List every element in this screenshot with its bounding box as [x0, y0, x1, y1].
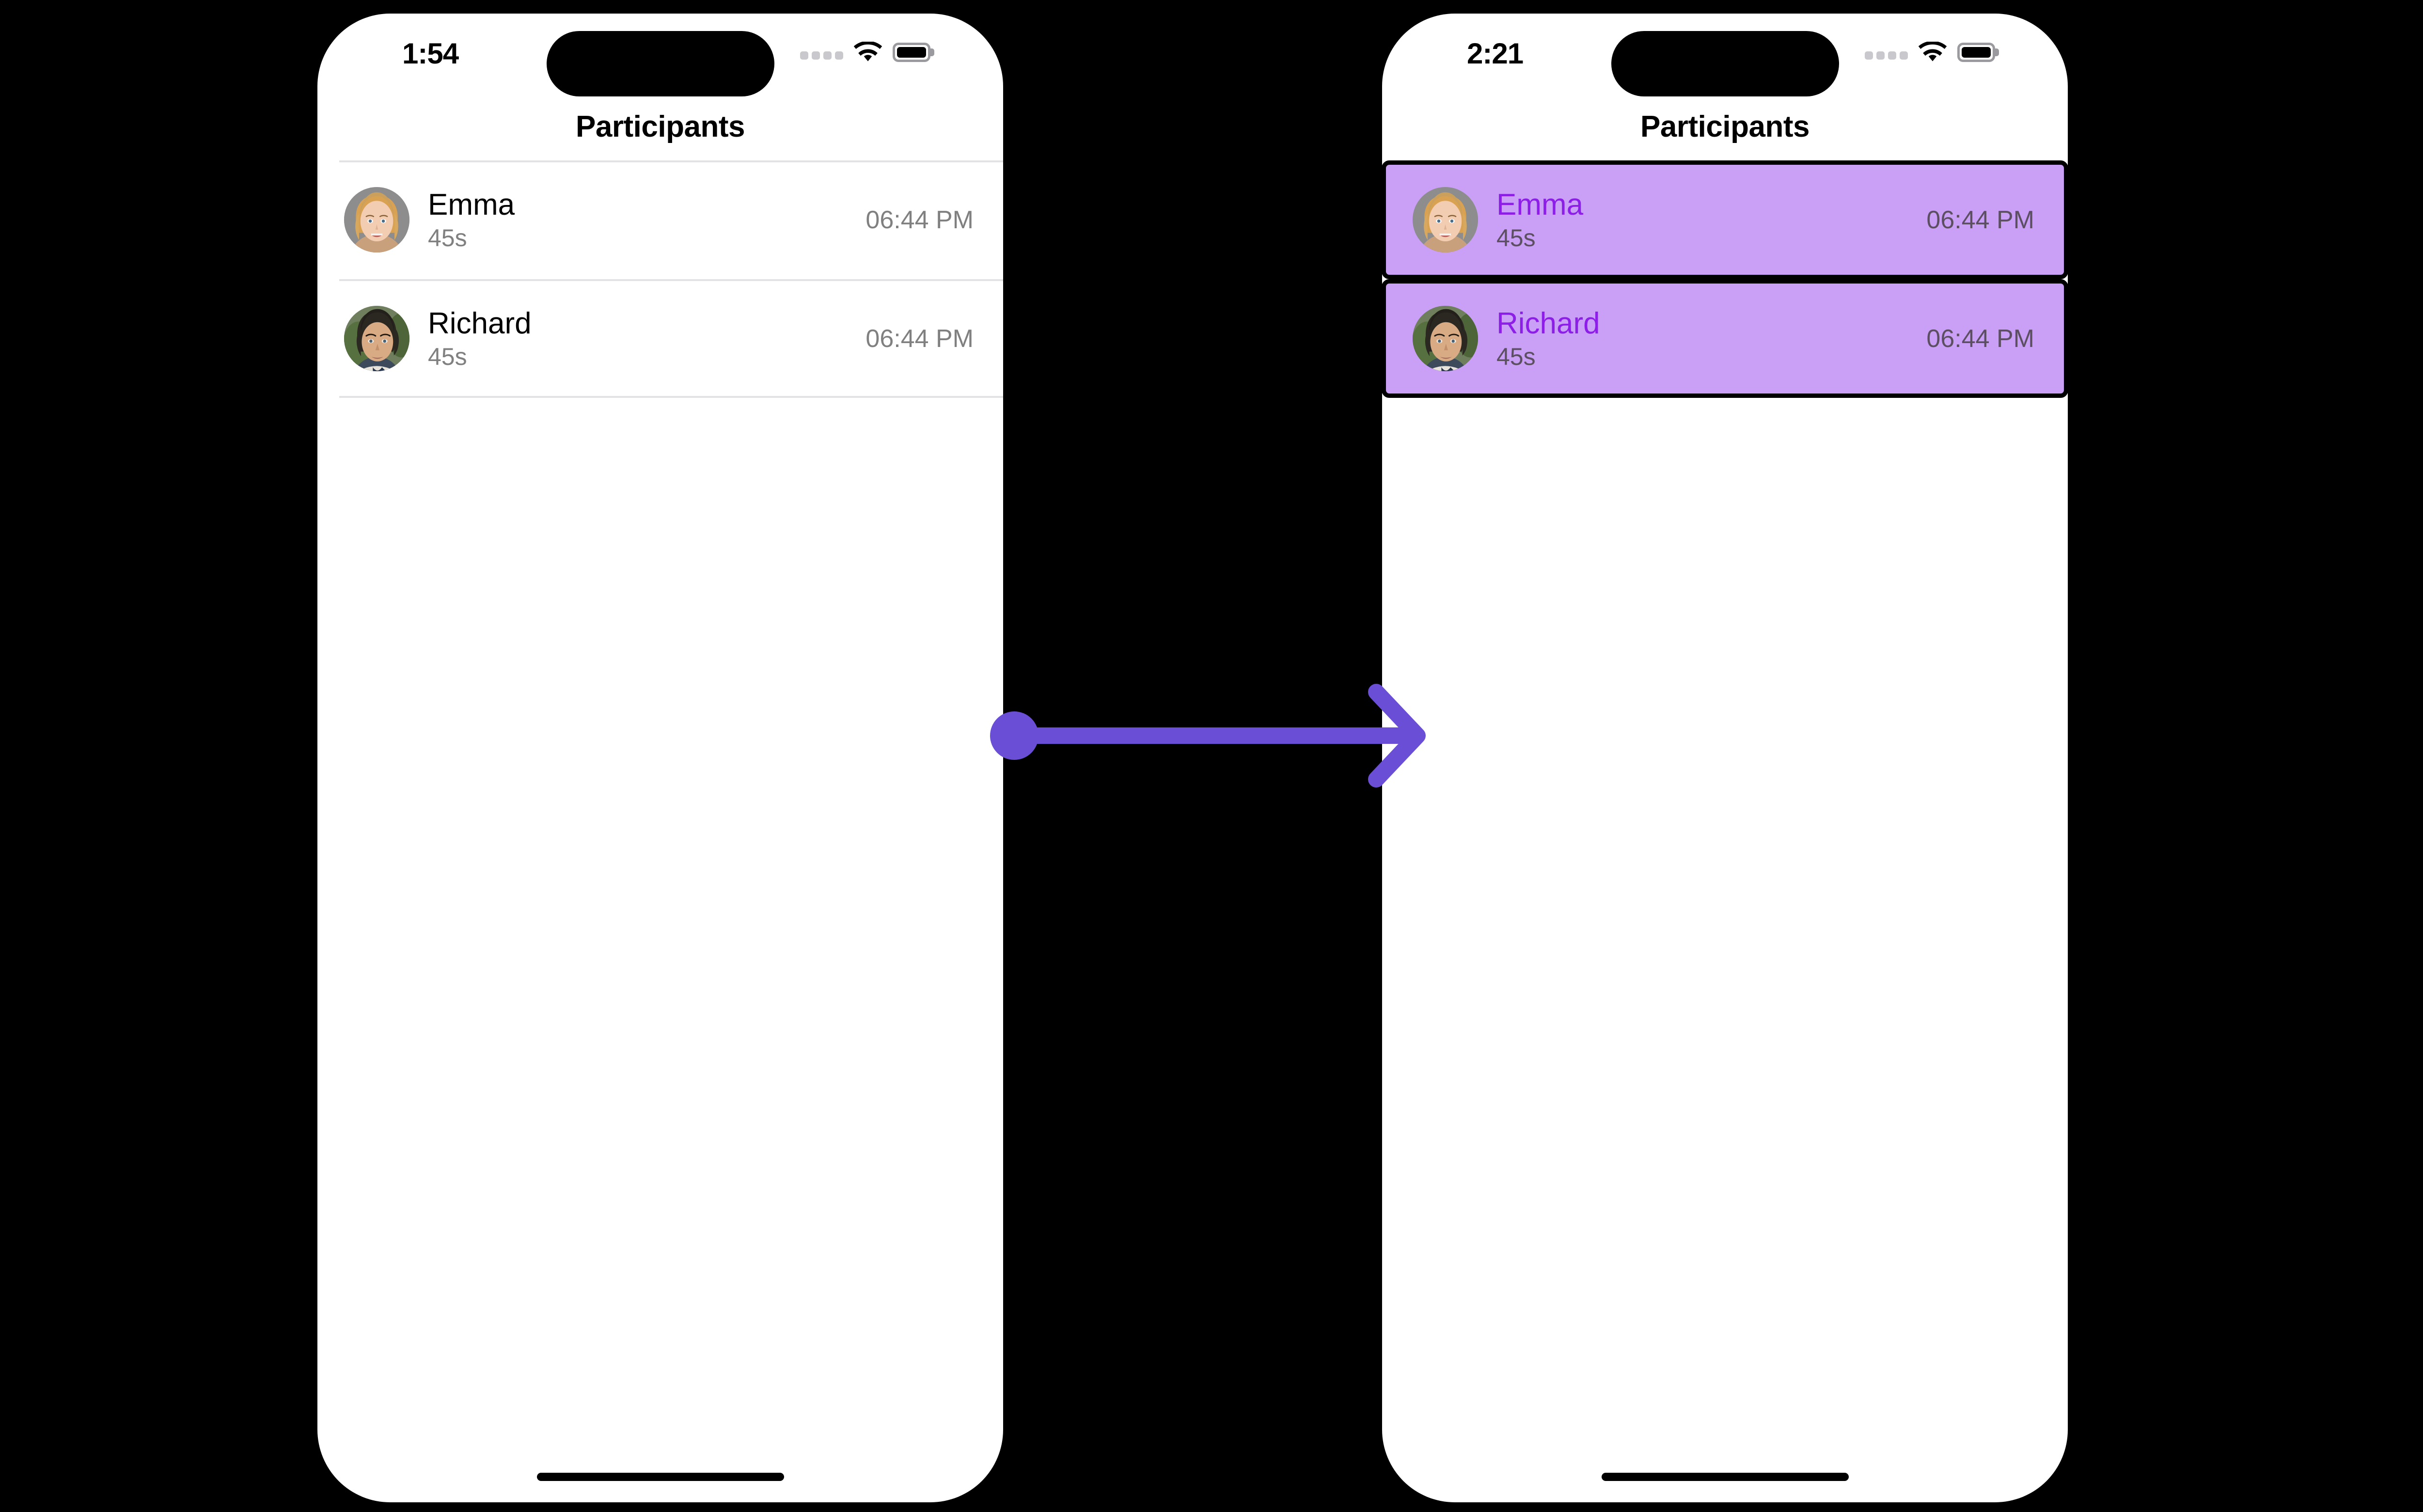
participant-timestamp: 06:44 PM — [865, 205, 974, 234]
home-indicator[interactable] — [1601, 1473, 1849, 1481]
status-bar-clock: 2:21 — [1467, 37, 1524, 70]
participant-duration: 45s — [1496, 343, 1536, 370]
participant-name: Emma — [428, 188, 515, 221]
status-bar-indicators — [800, 42, 930, 63]
row-separator-bottom — [339, 396, 1003, 398]
home-indicator[interactable] — [536, 1473, 784, 1481]
dynamic-island — [546, 31, 774, 96]
participant-timestamp: 06:44 PM — [1926, 205, 2034, 234]
participant-duration: 45s — [428, 224, 467, 252]
row-separator-top — [339, 160, 1003, 162]
status-bar-clock: 1:54 — [402, 37, 459, 70]
participant-info: Richard 45s — [1496, 308, 1926, 370]
battery-icon — [1957, 43, 1995, 62]
participant-info: Emma 45s — [1496, 189, 1926, 251]
page-title: Participants — [576, 110, 745, 143]
status-bar-after: 2:21 — [1382, 14, 2068, 101]
avatar-richard — [344, 306, 409, 371]
phone-screen-after: 2:21 Participants — [1382, 14, 2068, 1502]
participant-row-richard[interactable]: Richard 45s 06:44 PM — [317, 279, 1003, 398]
battery-fill — [1962, 47, 1991, 58]
phone-screen-before: 1:54 Participants — [317, 14, 1003, 1502]
cellular-dots-icon — [800, 45, 843, 60]
participant-name: Richard — [428, 306, 532, 340]
avatar-emma — [344, 187, 409, 252]
participant-info: Richard 45s — [428, 308, 865, 370]
battery-fill — [897, 47, 926, 58]
participant-row-emma[interactable]: Emma 45s 06:44 PM — [317, 160, 1003, 279]
avatar-emma — [1413, 187, 1478, 252]
avatar-richard — [1413, 306, 1478, 371]
participant-duration: 45s — [428, 343, 467, 370]
wifi-icon — [854, 42, 882, 62]
participants-list-before: Emma 45s 06:44 PM — [317, 160, 1003, 398]
participant-info: Emma 45s — [428, 189, 865, 251]
participant-timestamp: 06:44 PM — [1926, 324, 2034, 353]
participant-name: Richard — [1496, 306, 1600, 340]
participant-timestamp: 06:44 PM — [865, 324, 974, 353]
participants-list-after: Emma 45s 06:44 PM — [1382, 160, 2068, 398]
status-bar-indicators — [1865, 42, 1995, 63]
page-title: Participants — [1640, 110, 1809, 143]
row-separator-top — [339, 279, 1003, 281]
cellular-dots-icon — [1865, 45, 1908, 60]
participant-row-emma-selected[interactable]: Emma 45s 06:44 PM — [1382, 160, 2068, 279]
battery-icon — [893, 43, 930, 62]
wifi-icon — [1919, 42, 1947, 62]
participant-name: Emma — [1496, 188, 1584, 221]
status-bar-before: 1:54 — [317, 14, 1003, 101]
participant-row-richard-selected[interactable]: Richard 45s 06:44 PM — [1382, 279, 2068, 398]
participant-duration: 45s — [1496, 224, 1536, 252]
dynamic-island — [1611, 31, 1839, 96]
